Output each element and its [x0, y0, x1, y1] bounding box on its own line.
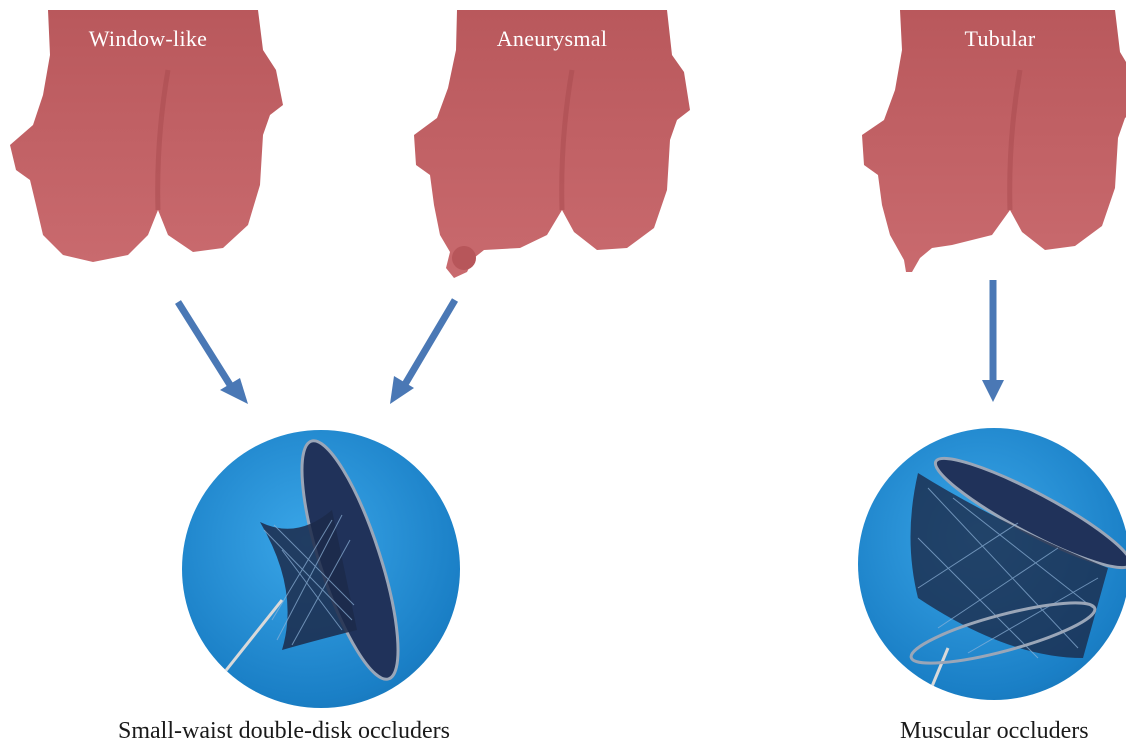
caption-double-disk: Small-waist double-disk occluders	[118, 718, 450, 745]
occluder-illustration	[182, 430, 460, 708]
arrow-aneurysmal-to-double-disk	[390, 300, 455, 404]
caption-muscular: Muscular occluders	[900, 718, 1089, 745]
occluder-illustration	[858, 428, 1126, 700]
muscular-occluder-photo	[858, 428, 1126, 700]
arrow-window-like-to-double-disk	[178, 302, 248, 404]
double-disk-occluder-photo	[182, 430, 460, 708]
arrow-tubular-to-muscular	[982, 280, 1004, 402]
